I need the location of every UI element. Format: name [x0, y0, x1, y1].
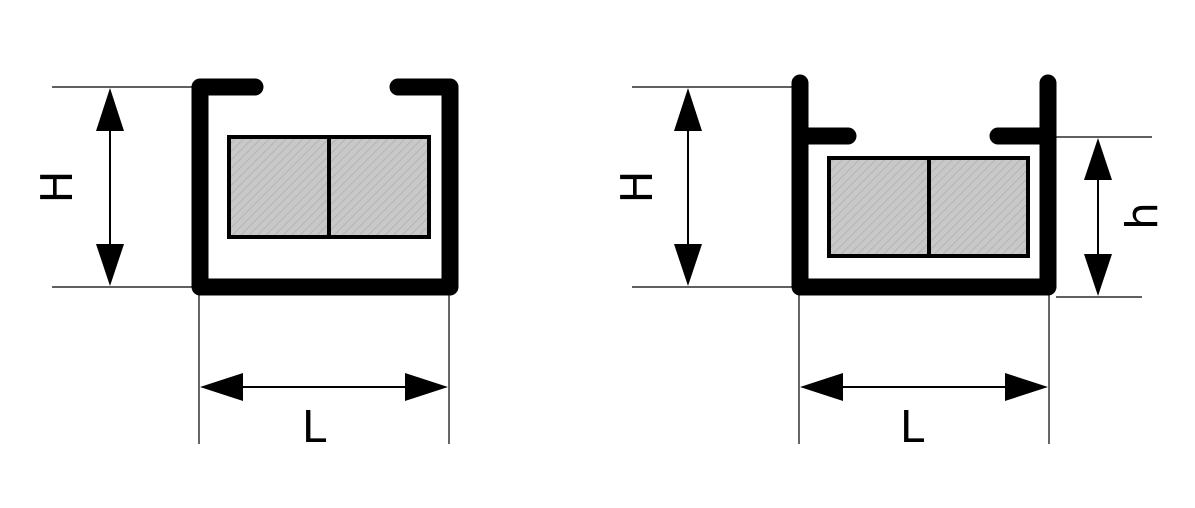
right-h-arrow-down — [674, 244, 702, 286]
left-height-label: H — [32, 170, 83, 203]
left-length-label: L — [302, 402, 327, 453]
left-l-arrow-right — [405, 373, 448, 401]
right-channel-profile — [791, 74, 1057, 296]
right-inner-h-arrow-down — [1084, 254, 1112, 296]
right-h-arrow-up — [674, 88, 702, 131]
left-profile-figure: H L — [32, 78, 459, 453]
right-inner-height-label: h — [1117, 202, 1168, 230]
right-profile-figure: H h L — [612, 74, 1168, 453]
left-l-arrow-left — [200, 373, 243, 401]
right-inner-h-arrow-up — [1084, 138, 1112, 180]
left-h-arrow-down — [96, 244, 124, 286]
left-channel-profile — [191, 78, 459, 296]
right-length-label: L — [900, 402, 925, 453]
right-height-label: H — [612, 170, 663, 203]
right-l-arrow-left — [800, 373, 843, 401]
left-h-arrow-up — [96, 88, 124, 131]
right-l-arrow-right — [1005, 373, 1048, 401]
